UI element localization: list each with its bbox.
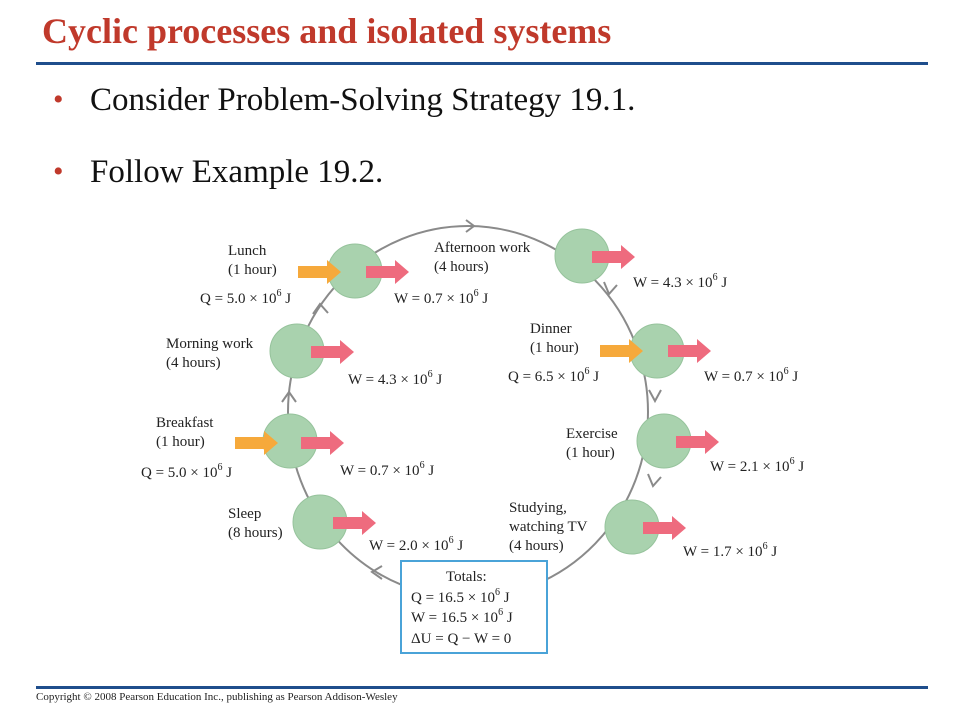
node-exercise: Exercise (1 hour) W = 2.1 × 106 J bbox=[566, 413, 804, 475]
lunch-q: Q = 5.0 × 106 J bbox=[200, 288, 291, 307]
bullet-dot-icon: • bbox=[53, 83, 64, 116]
studying-w: W = 1.7 × 106 J bbox=[683, 541, 777, 560]
studying-label: Studying, bbox=[509, 500, 567, 516]
bullet-text: Consider Problem-Solving Strategy 19.1. bbox=[90, 82, 636, 118]
work-out-arrow-icon bbox=[366, 260, 409, 284]
node-studying: Studying, watching TV (4 hours) W = 1.7 … bbox=[509, 499, 777, 560]
afternoon-label: Afternoon work bbox=[434, 240, 531, 256]
chevron-up-icon bbox=[281, 390, 297, 403]
chevron-up-icon bbox=[312, 302, 329, 315]
chevron-down-icon bbox=[648, 389, 662, 404]
chevron-right-icon bbox=[465, 219, 476, 233]
totals-q: Q = 16.5 × 106 J bbox=[411, 587, 510, 606]
chevron-left-icon bbox=[370, 565, 383, 580]
totals-du: ΔU = Q − W = 0 bbox=[411, 631, 511, 647]
heat-in-arrow-icon bbox=[298, 260, 341, 284]
node-lunch: Lunch (1 hour) Q = 5.0 × 106 J W = 0.7 ×… bbox=[200, 243, 488, 307]
chevron-down-icon bbox=[603, 281, 618, 296]
work-out-arrow-icon bbox=[668, 339, 711, 363]
bullet-list: • Consider Problem-Solving Strategy 19.1… bbox=[50, 78, 635, 222]
node-sleep: Sleep (8 hours) W = 2.0 × 106 J bbox=[228, 494, 463, 554]
exercise-duration: (1 hour) bbox=[566, 445, 615, 461]
heat-in-arrow-icon bbox=[600, 339, 643, 363]
morning-label: Morning work bbox=[166, 336, 254, 352]
node-breakfast: Breakfast (1 hour) Q = 5.0 × 106 J W = 0… bbox=[141, 413, 434, 481]
dinner-label: Dinner bbox=[530, 321, 572, 337]
lunch-duration: (1 hour) bbox=[228, 262, 277, 278]
morning-duration: (4 hours) bbox=[166, 355, 221, 371]
slide-title: Cyclic processes and isolated systems bbox=[42, 11, 612, 51]
copyright-text: Copyright © 2008 Pearson Education Inc.,… bbox=[36, 691, 398, 703]
lunch-w: W = 0.7 × 106 J bbox=[394, 288, 488, 307]
dinner-duration: (1 hour) bbox=[530, 340, 579, 356]
node-morning-work: Morning work (4 hours) W = 4.3 × 106 J bbox=[166, 323, 442, 388]
dinner-w: W = 0.7 × 106 J bbox=[704, 366, 798, 385]
bullet-item: • Consider Problem-Solving Strategy 19.1… bbox=[50, 78, 635, 150]
heat-in-arrow-icon bbox=[235, 431, 278, 455]
sleep-label: Sleep bbox=[228, 506, 261, 522]
work-out-arrow-icon bbox=[333, 511, 376, 535]
node-afternoon-work: Afternoon work (4 hours) W = 4.3 × 106 J bbox=[434, 228, 727, 291]
breakfast-label: Breakfast bbox=[156, 415, 214, 431]
direction-markers bbox=[281, 219, 662, 580]
footer-divider bbox=[36, 686, 928, 689]
chevron-down-icon bbox=[647, 473, 662, 488]
work-out-arrow-icon bbox=[676, 430, 719, 454]
totals-heading: Totals: bbox=[446, 569, 487, 585]
exercise-w: W = 2.1 × 106 J bbox=[710, 456, 804, 475]
sleep-duration: (8 hours) bbox=[228, 525, 283, 541]
bullet-item: • Follow Example 19.2. bbox=[50, 150, 635, 222]
breakfast-q: Q = 5.0 × 106 J bbox=[141, 462, 232, 481]
node-dinner: Dinner (1 hour) Q = 6.5 × 106 J W = 0.7 … bbox=[508, 321, 798, 385]
bullet-text: Follow Example 19.2. bbox=[90, 154, 384, 190]
exercise-label: Exercise bbox=[566, 426, 618, 442]
work-out-arrow-icon bbox=[592, 245, 635, 269]
afternoon-w: W = 4.3 × 106 J bbox=[633, 272, 727, 291]
studying-duration: (4 hours) bbox=[509, 538, 564, 554]
sleep-w: W = 2.0 × 106 J bbox=[369, 535, 463, 554]
work-out-arrow-icon bbox=[301, 431, 344, 455]
lunch-label: Lunch bbox=[228, 243, 267, 259]
breakfast-w: W = 0.7 × 106 J bbox=[340, 460, 434, 479]
studying-label-line2: watching TV bbox=[509, 519, 588, 535]
totals-w: W = 16.5 × 106 J bbox=[411, 607, 513, 626]
morning-w: W = 4.3 × 106 J bbox=[348, 369, 442, 388]
work-out-arrow-icon bbox=[311, 340, 354, 364]
totals-box bbox=[400, 560, 548, 654]
breakfast-duration: (1 hour) bbox=[156, 434, 205, 450]
work-out-arrow-icon bbox=[643, 516, 686, 540]
title-divider bbox=[36, 62, 928, 65]
bullet-dot-icon: • bbox=[53, 155, 64, 188]
afternoon-duration: (4 hours) bbox=[434, 259, 489, 275]
dinner-q: Q = 6.5 × 106 J bbox=[508, 366, 599, 385]
